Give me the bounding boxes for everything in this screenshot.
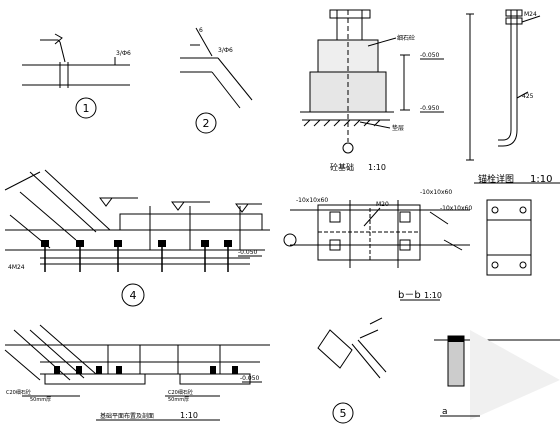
bottom-note-4: 50mm厚 [168,397,189,403]
detail-1-marker [75,97,97,119]
detail-4-marker [121,283,145,307]
detail-4-marker-label: 4 [130,289,137,302]
bottom-note-1: C20细石砼 [6,389,31,396]
bottom-right-fragment [434,330,560,420]
bottom-elev: -0.050 [240,375,260,382]
section-bb-label-a: -10x10x60 [296,197,328,204]
detail-2-marker [195,112,217,134]
section-bb-label-b: M20 [376,201,389,208]
detail-5 [317,317,387,424]
anchor-bolt-scale: 1:10 [530,174,552,185]
footing-note: 细石砼 [397,34,415,42]
anchor-bolt-top: M24 [524,11,537,18]
elevation-view [4,169,270,307]
elevation-elev: -0.050 [238,249,258,256]
footing-pad: 垫层 [392,124,404,132]
bottom-note-2: 50mm厚 [30,397,51,403]
detail-2-weld-size: 6 [199,27,203,34]
section-bb-scale: 1:10 [424,291,442,300]
detail-2 [180,27,253,134]
footing-elev-bottom: -0.950 [420,105,440,112]
foundation-footing [300,9,444,154]
section-bb-title: b－b [398,290,421,301]
anchor-bolt-len: 425 [522,93,534,100]
detail-5-marker-label: 5 [340,407,347,420]
detail-1-marker-label: 1 [83,102,90,115]
bottom-title: 基础平面布置及剖面 [100,412,154,420]
section-bb-label-c: -10x10x60 [420,189,452,196]
detail-2-marker-label: 2 [203,117,210,130]
bottom-right-label: a [442,407,448,417]
anchor-bolt-title: 锚栓详图 [478,173,514,185]
elevation-label: 4M24 [8,264,25,271]
anchor-bolt [466,9,560,184]
bottom-title-scale: 1:10 [180,411,198,420]
detail-1 [22,33,130,119]
detail-1-dim: 3/Ф6 [116,50,131,57]
bottom-note-3: C20细石砼 [168,389,193,396]
bottom-section [4,324,270,421]
plan-section-bb [283,199,532,301]
detail-5-marker [332,402,354,424]
detail-2-dim: 3/Ф6 [218,47,233,54]
footing-label: 砼基础 [330,162,354,172]
section-bb-label-d: -10x10x60 [440,205,472,212]
footing-scale: 1:10 [368,163,386,172]
footing-elev-top: -0.050 [420,52,440,59]
